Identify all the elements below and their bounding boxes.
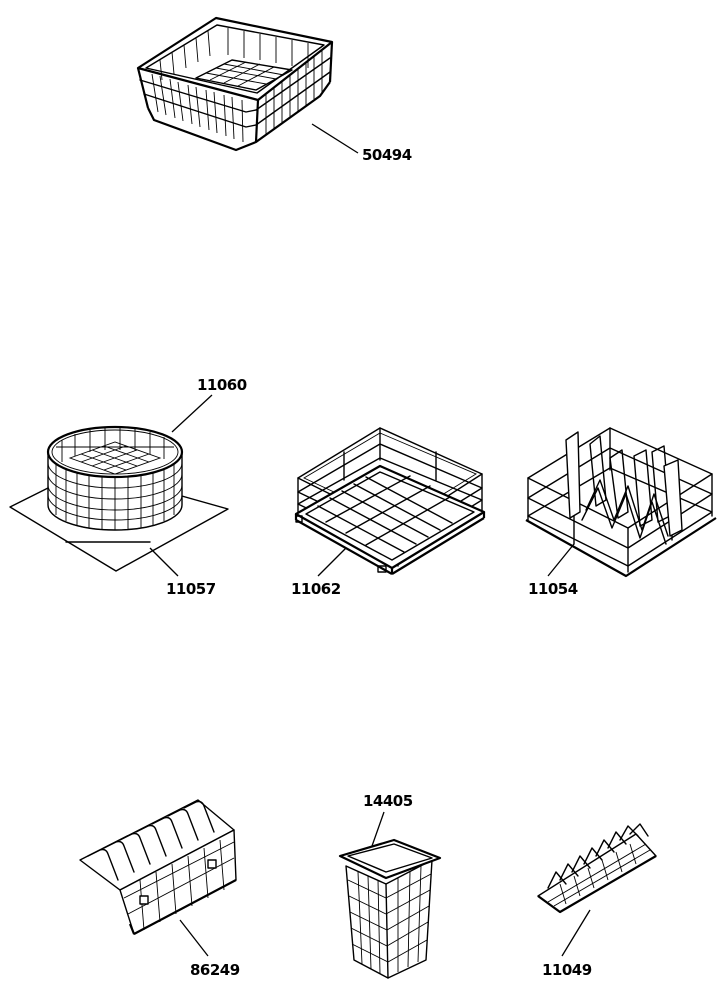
- part-86249-wire-insert-drawing: [79, 799, 237, 935]
- part-label-50494: 50494: [362, 146, 412, 164]
- leader-50494: [311, 123, 359, 154]
- part-label-11049: 11049: [542, 961, 592, 979]
- part-label-11062: 11062: [291, 580, 341, 598]
- part-11062-flat-rack-drawing: [294, 427, 486, 575]
- part-label-86249: 86249: [190, 961, 240, 979]
- leader-86249: [179, 919, 209, 957]
- leader-11060: [171, 394, 213, 433]
- part-label-11057: 11057: [166, 580, 216, 598]
- leader-11062: [317, 547, 347, 577]
- part-14405-cutlery-basket-drawing: [338, 838, 442, 979]
- part-label-11060: 11060: [197, 376, 247, 394]
- part-50494-rack-drawing: [136, 16, 334, 152]
- leader-11057: [149, 547, 179, 577]
- part-11049-plate-insert-drawing: [537, 823, 657, 914]
- part-label-11054: 11054: [528, 580, 578, 598]
- part-11060-round-basket-drawing: [46, 425, 184, 531]
- leader-14405: [371, 811, 385, 847]
- part-label-14405: 14405: [363, 792, 413, 810]
- part-11054-plate-rack-drawing: [525, 427, 717, 578]
- leader-11054: [547, 543, 575, 577]
- leader-11049: [561, 909, 591, 957]
